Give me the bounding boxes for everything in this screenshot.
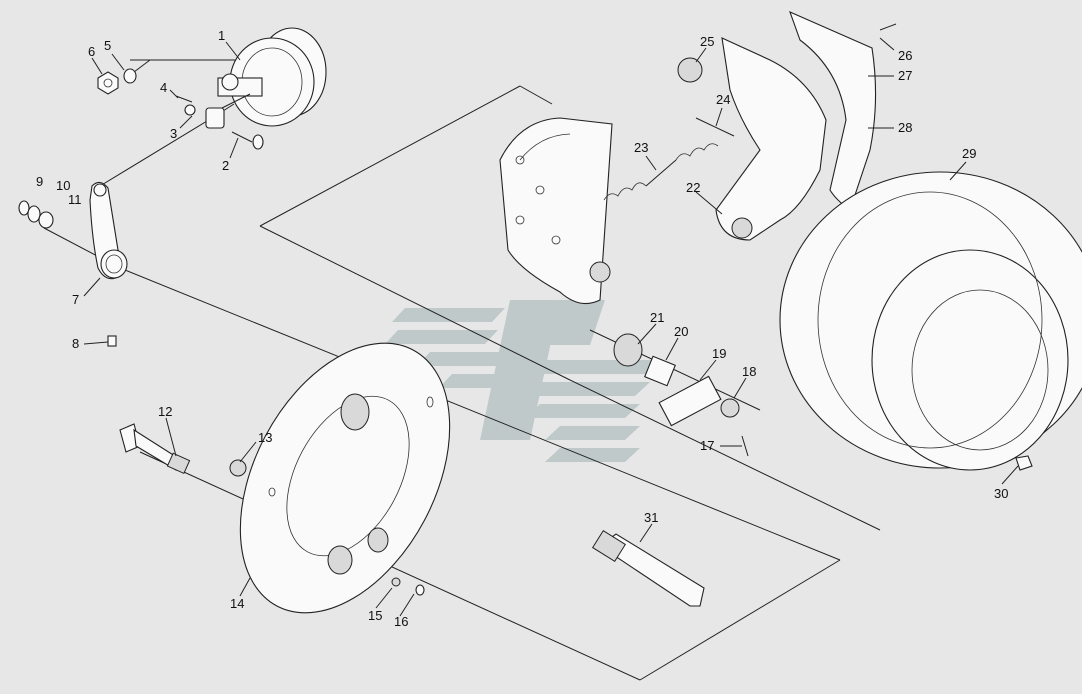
- callout-20: 20: [674, 324, 688, 339]
- wheel-bolt: [1015, 455, 1033, 471]
- callout-23: 23: [634, 140, 648, 155]
- fasteners-small: [391, 577, 425, 596]
- leader-lines: [83, 37, 1019, 617]
- callout-28: 28: [898, 120, 912, 135]
- slack-adjuster: [89, 181, 128, 280]
- brake-chamber: [205, 27, 327, 150]
- grease-fitting: [107, 335, 117, 347]
- callout-26: 26: [898, 48, 912, 63]
- callout-31: 31: [644, 510, 658, 525]
- brake-shoe-right: [677, 37, 827, 241]
- callout-30: 30: [994, 486, 1008, 501]
- anchor-bolt: [119, 423, 247, 477]
- callout-12: 12: [158, 404, 172, 419]
- callout-3: 3: [170, 126, 177, 141]
- callout-15: 15: [368, 608, 382, 623]
- callout-21: 21: [650, 310, 664, 325]
- callout-29: 29: [962, 146, 976, 161]
- brake-camshaft: [591, 529, 705, 607]
- callout-10: 10: [56, 178, 70, 193]
- brake-drum: [779, 171, 1082, 471]
- callout-6: 6: [88, 44, 95, 59]
- callout-5: 5: [104, 38, 111, 53]
- washers-set: [18, 200, 54, 229]
- callout-16: 16: [394, 614, 408, 629]
- callout-17: 17: [700, 438, 714, 453]
- camshaft-bushing-set: [613, 333, 749, 457]
- brake-lining: [789, 10, 897, 211]
- return-springs: [603, 117, 735, 201]
- callout-19: 19: [712, 346, 726, 361]
- callout-18: 18: [742, 364, 756, 379]
- callout-labels: 1 2 3 4 5 6 7 8 9 10 11 12 13 14 15 16 1…: [36, 28, 1008, 629]
- callout-13: 13: [258, 430, 272, 445]
- nut-and-washer: [97, 68, 137, 95]
- callout-9: 9: [36, 174, 43, 189]
- callout-1: 1: [218, 28, 225, 43]
- callout-8: 8: [72, 336, 79, 351]
- brake-shoe-left: [499, 117, 613, 305]
- callout-24: 24: [716, 92, 730, 107]
- clevis-pin: [175, 95, 196, 116]
- callout-7: 7: [72, 292, 79, 307]
- callout-2: 2: [222, 158, 229, 173]
- callout-11: 11: [68, 192, 82, 207]
- callout-22: 22: [686, 180, 700, 195]
- callout-27: 27: [898, 68, 912, 83]
- callout-4: 4: [160, 80, 167, 95]
- backing-plate: [239, 342, 451, 614]
- callout-14: 14: [230, 596, 244, 611]
- callout-25: 25: [700, 34, 714, 49]
